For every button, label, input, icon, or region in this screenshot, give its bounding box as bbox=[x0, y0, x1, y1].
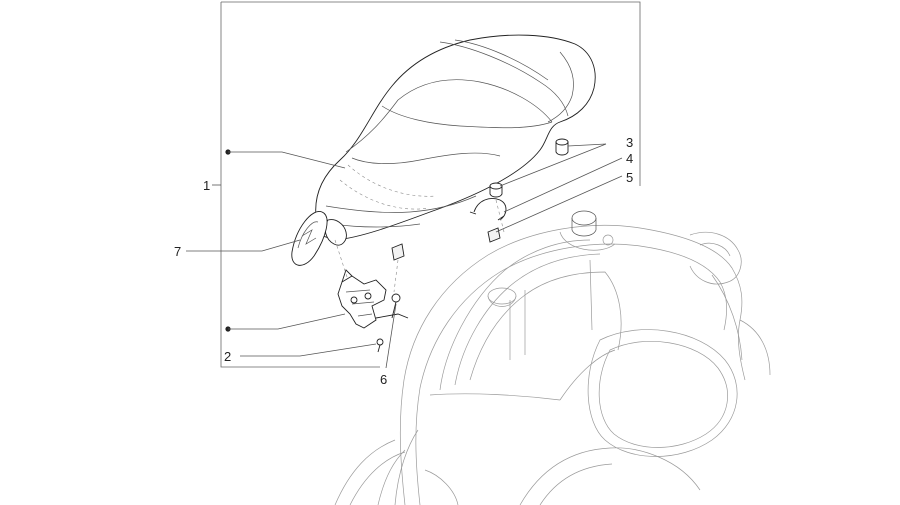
assembly-guide bbox=[495, 199, 505, 233]
callout-2: 2 bbox=[224, 349, 231, 364]
callout-6: 6 bbox=[380, 372, 387, 387]
rubber-buffer-3 bbox=[489, 182, 503, 198]
scooter-body-icon bbox=[334, 210, 771, 505]
assembly-guide bbox=[393, 259, 399, 293]
callout-3: 3 bbox=[626, 135, 633, 150]
callout-7: 7 bbox=[174, 244, 181, 259]
leader-lines bbox=[186, 143, 623, 369]
clip-part-4 bbox=[469, 198, 507, 221]
callout-4: 4 bbox=[626, 151, 633, 166]
spacer-part-5 bbox=[391, 227, 501, 261]
screw-part-2 bbox=[376, 338, 384, 353]
assembly-frame bbox=[220, 1, 641, 368]
badge-part-7 bbox=[291, 211, 328, 266]
hinge-bracket-icon bbox=[337, 269, 409, 329]
assembly-guide bbox=[334, 239, 349, 281]
callout-1: 1 bbox=[203, 178, 210, 193]
screw-part-6 bbox=[391, 293, 401, 319]
callout-5: 5 bbox=[626, 170, 633, 185]
seat-icon bbox=[315, 34, 596, 246]
